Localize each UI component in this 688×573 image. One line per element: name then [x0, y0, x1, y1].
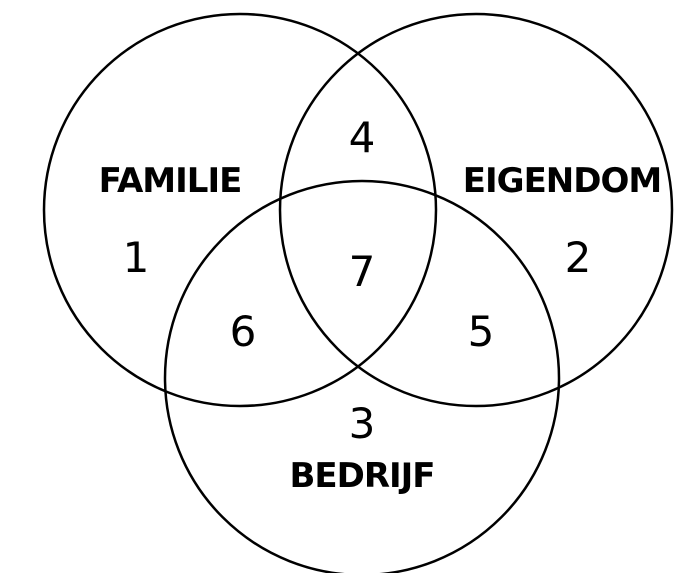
- region-eigendom-bedrijf: 5: [468, 307, 495, 356]
- region-familie-only: 1: [123, 233, 150, 282]
- familie-circle: [42, 12, 438, 408]
- region-familie-bedrijf: 6: [230, 307, 257, 356]
- eigendom-label: EIGENDOM: [463, 161, 661, 201]
- region-familie-eigendom: 4: [349, 113, 376, 162]
- region-bedrijf-only: 3: [349, 399, 376, 448]
- eigendom-circle: [278, 12, 674, 408]
- region-all-three: 7: [349, 247, 376, 296]
- bedrijf-circle: [163, 179, 561, 573]
- bedrijf-label: BEDRIJF: [289, 456, 434, 496]
- region-eigendom-only: 2: [565, 233, 592, 282]
- familie-label: FAMILIE: [99, 161, 242, 201]
